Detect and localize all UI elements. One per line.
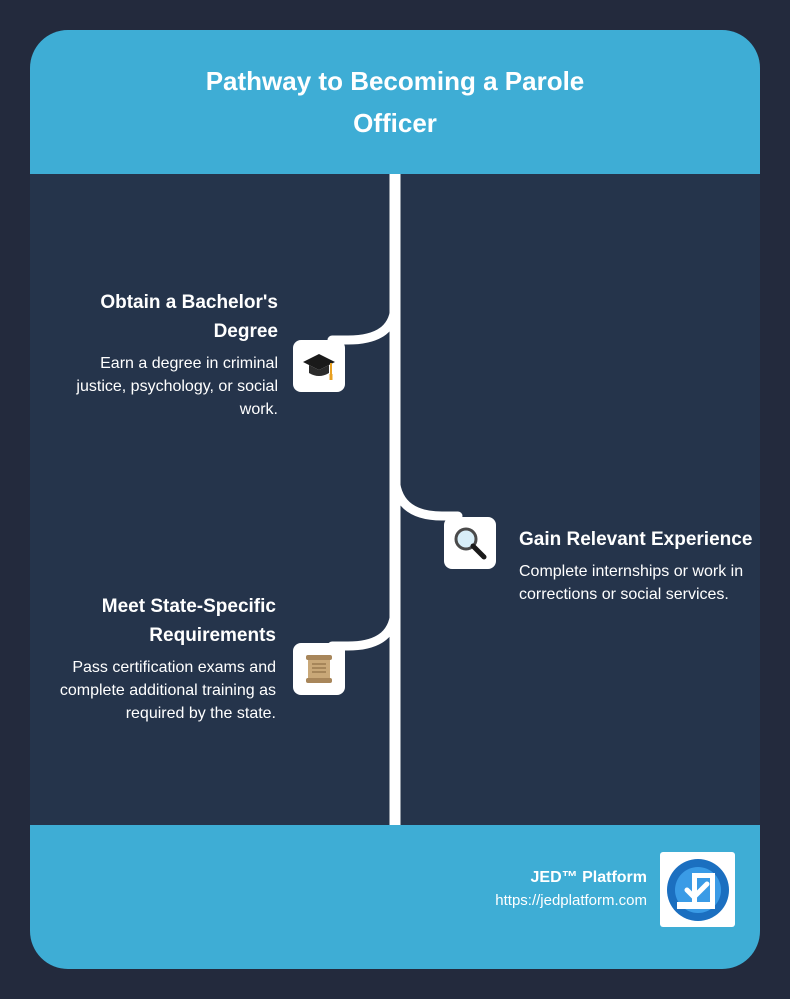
step-2-title: Gain Relevant Experience: [519, 529, 753, 550]
graduation-cap-icon: [303, 354, 335, 380]
step-2-icon-box: [444, 517, 496, 569]
connector-step-3: [327, 603, 400, 651]
step-1-icon-box: [293, 340, 345, 392]
scroll-icon: [306, 655, 332, 683]
step-2-description: Complete internships or work in correcti…: [519, 563, 744, 603]
brand-name: JED™ Platform: [530, 869, 647, 886]
magnifying-glass-icon: [454, 527, 487, 560]
timeline: [327, 174, 463, 825]
timeline-area: Obtain a Bachelor's Degree Earn a degree…: [30, 174, 760, 825]
brand-logo: [660, 852, 735, 927]
step-1-description: Earn a degree in criminal justice, psych…: [76, 355, 278, 418]
brand-url-link[interactable]: https://jedplatform.com: [495, 892, 647, 909]
jed-logo-icon: [666, 858, 729, 921]
footer-banner: JED™ Platform https://jedplatform.com: [30, 825, 760, 969]
page-title: Pathway to Becoming a Parole Officer: [205, 66, 585, 138]
connector-step-1: [327, 299, 400, 345]
step-3-title: Meet State-Specific Requirements: [101, 596, 276, 646]
step-3-description: Pass certification exams and complete ad…: [59, 659, 276, 722]
step-1-title: Obtain a Bachelor's Degree: [100, 292, 278, 342]
header-banner: Pathway to Becoming a Parole Officer: [30, 30, 760, 174]
connector-step-2: [390, 469, 463, 521]
infographic-card: Pathway to Becoming a Parole Officer Obt…: [30, 30, 760, 969]
step-3-icon-box: [293, 643, 345, 695]
